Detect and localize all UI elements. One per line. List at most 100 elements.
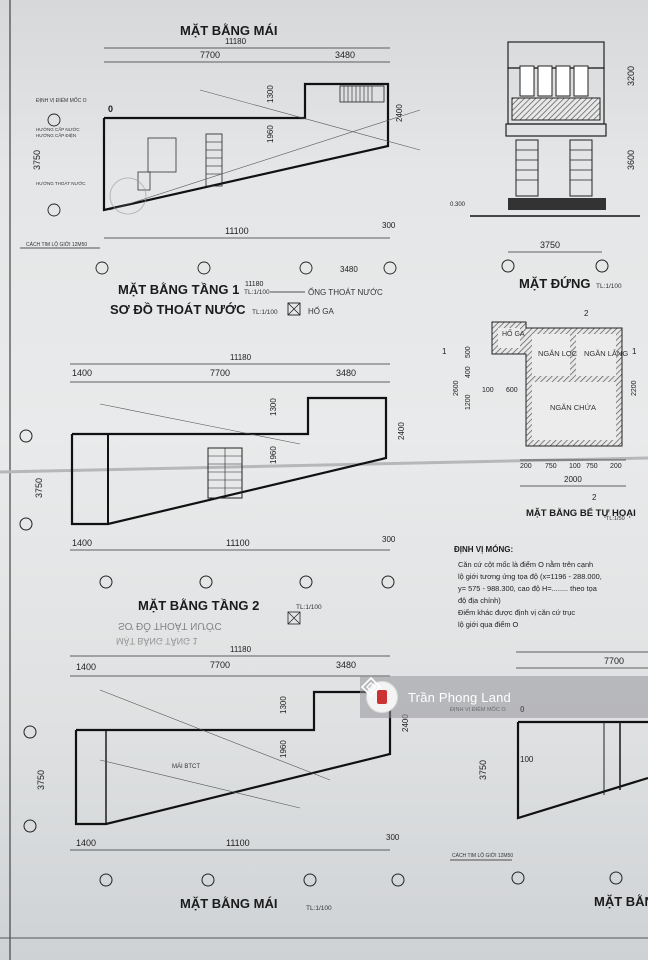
positioning-line-3: y= 575 - 988.300, cao độ H=........ theo… — [458, 584, 598, 593]
dim-1300-f2: 1300 — [269, 398, 278, 416]
person-icon — [377, 690, 387, 704]
origin-note-f1: ĐỊNH VỊ ĐIỂM MỐC O — [36, 97, 87, 104]
dim-2400-f1: 2400 — [395, 104, 404, 122]
roof-area-label: MÁI BTCT — [172, 763, 200, 770]
dim-1960-f2: 1960 — [269, 446, 278, 464]
mirror-drainage-text: SƠ ĐỒ THOÁT NƯỚC — [118, 620, 222, 633]
partial-title: MẶT BẰN — [594, 894, 648, 909]
dim-2600-septic: 2600 — [453, 380, 460, 396]
street-note-f1: CÁCH TIM LỘ GIỚI 12M50 — [26, 241, 87, 248]
dim-11100-f1: 11100 — [225, 226, 249, 236]
dim-3480-roof: 3480 — [336, 660, 356, 670]
diamond-logo-icon — [360, 676, 382, 698]
floor2-scale: TL:1/100 — [296, 604, 322, 611]
watermark-name: Trần Phong Land — [408, 689, 511, 705]
drainage-title: SƠ ĐỒ THOÁT NƯỚC — [110, 302, 246, 317]
drain-note-f1: HƯỚNG THOÁT NƯỚC — [36, 180, 86, 186]
positioning-notes: ĐỊNH VỊ MÓNG: Căn cứ cột mốc là điểm O n… — [454, 545, 602, 629]
dim-11100-roof: 11100 — [226, 838, 250, 848]
dim-1400-roof: 1400 — [76, 662, 96, 672]
ngan-lang-label: NGĂN LẮNG — [584, 349, 628, 358]
legend-box: HỐ GA — [308, 306, 334, 316]
dim-1200-septic: 1200 — [465, 394, 472, 410]
road2-note-f1: HƯỚNG CẤP ĐIỆN — [36, 131, 76, 138]
dim-300-f2: 300 — [382, 535, 396, 544]
dim-2200-septic: 2200 — [631, 380, 638, 396]
positioning-line-2: lộ giới tương ứng tọa độ (x=1196 - 288.0… — [458, 572, 602, 581]
roof-plan: 11180 1400 7700 3480 MÁI BTCT 1300 1960 … — [23, 645, 410, 912]
dim-3480-f2: 3480 — [336, 368, 356, 378]
road-note-f1: HƯỚNG CẤP NƯỚC — [36, 126, 80, 132]
elev-mark: 0.300 — [450, 202, 466, 208]
mirror-floor1-text: MẶT BẰNG TẦNG 1 — [116, 636, 198, 646]
positioning-line-4: độ địa chính) — [458, 596, 501, 605]
street-note-partial: CÁCH TIM LỘ GIỚI 12M50 — [452, 852, 513, 859]
floor2-plan: 11180 1400 7700 3480 1300 1960 2400 3750… — [19, 353, 406, 646]
drainage-scale: TL:1/100 — [252, 309, 278, 316]
ngan-loc-label: NGĂN LỌC — [538, 349, 578, 358]
dim-100-b: 100 — [569, 463, 581, 470]
dim-1300-roof: 1300 — [279, 696, 288, 714]
dim-7700-partial: 7700 — [604, 656, 624, 666]
dim-3750-f1: 3750 — [32, 150, 42, 170]
positioning-heading: ĐỊNH VỊ MÓNG: — [454, 545, 513, 554]
dim-100-septic: 100 — [482, 387, 494, 394]
dim-7700-top: 7700 — [200, 50, 220, 60]
front-elevation: 0.300 3200 3600 3750 MẶT ĐỨNG TL:1/100 — [450, 41, 640, 291]
dim-750-b: 750 — [586, 463, 598, 470]
dim-7700-roof: 7700 — [210, 660, 230, 670]
dim-1960-roof: 1960 — [279, 740, 288, 758]
dim-600-septic: 600 — [506, 387, 518, 394]
floor1-plan: MẶT BẰNG MÁI 11180 7700 3480 1300 1960 2… — [20, 23, 421, 317]
legend-pipe: ỐNG THOÁT NƯỚC — [308, 287, 383, 297]
dim-3750-partial: 3750 — [478, 760, 488, 780]
positioning-line-6: lộ giới qua điểm O — [458, 620, 519, 629]
floor1-scale: TL:1/100 — [244, 289, 270, 296]
dim-2000-septic: 2000 — [564, 475, 582, 484]
positioning-line-5: Điểm khác được định vị căn cứ trục — [458, 608, 575, 617]
dim-200-b: 200 — [610, 463, 622, 470]
dim-11180-mirror: 11180 — [245, 281, 264, 288]
front-scale: TL:1/100 — [596, 283, 622, 290]
floor2-title: MẶT BẰNG TẦNG 2 — [138, 598, 259, 613]
watermark-banner: Trần Phong Land — [360, 676, 648, 718]
septic-tank: HỐ GA NGĂN LỌC NGĂN LẮNG NGĂN CHỨA 2 1 1… — [442, 309, 638, 522]
dim-3600: 3600 — [626, 150, 636, 170]
dim-11180-roof: 11180 — [230, 645, 252, 654]
partial-plan: ĐỊNH VỊ ĐIỂM MỐC O 0 7700 100 3750 CÁCH … — [450, 651, 648, 909]
dim-1960-f1: 1960 — [266, 125, 275, 143]
roof-title: MẶT BẰNG MÁI — [180, 896, 278, 911]
dim-300-f1: 300 — [382, 221, 396, 230]
dim-2400-roof: 2400 — [401, 714, 410, 732]
dim-2400-f2: 2400 — [397, 422, 406, 440]
dim-1400-roofb: 1400 — [76, 838, 96, 848]
dim-3750-f2: 3750 — [34, 478, 44, 498]
dim-400-septic: 400 — [465, 366, 472, 378]
dim-300-roof: 300 — [386, 833, 400, 842]
front-title: MẶT ĐỨNG — [519, 276, 590, 291]
dim-11180-f2: 11180 — [230, 353, 252, 362]
dim-3480-mirror: 3480 — [340, 265, 358, 274]
section2-bottom: 2 — [592, 493, 597, 502]
dim-11100-f2: 11100 — [226, 538, 250, 548]
dim-3750-roof: 3750 — [36, 770, 46, 790]
dim-750-a: 750 — [545, 463, 557, 470]
section1-left: 1 — [442, 347, 447, 356]
origin-mark-f1: 0 — [108, 104, 113, 114]
dim-1300-f1: 1300 — [266, 85, 275, 103]
section2-top: 2 — [584, 309, 589, 318]
septic-scale: TL:1/50 — [606, 516, 625, 522]
dim-7700-f2: 7700 — [210, 368, 230, 378]
roof-scale: TL:1/100 — [306, 905, 332, 912]
septic-title: MẶT BẰNG BỂ TỰ HOẠI — [526, 507, 636, 519]
dim-1400-f2b: 1400 — [72, 538, 92, 548]
positioning-line-1: Căn cứ cột mốc là điểm O nằm trên cạnh — [458, 560, 593, 569]
dim-200-a: 200 — [520, 463, 532, 470]
section1-right: 1 — [632, 347, 637, 356]
floor1-title: MẶT BẰNG TẦNG 1 — [118, 282, 239, 297]
ngan-chua-label: NGĂN CHỨA — [550, 403, 596, 412]
watermark-avatar — [366, 681, 398, 713]
dim-800-partial: 100 — [520, 755, 534, 764]
